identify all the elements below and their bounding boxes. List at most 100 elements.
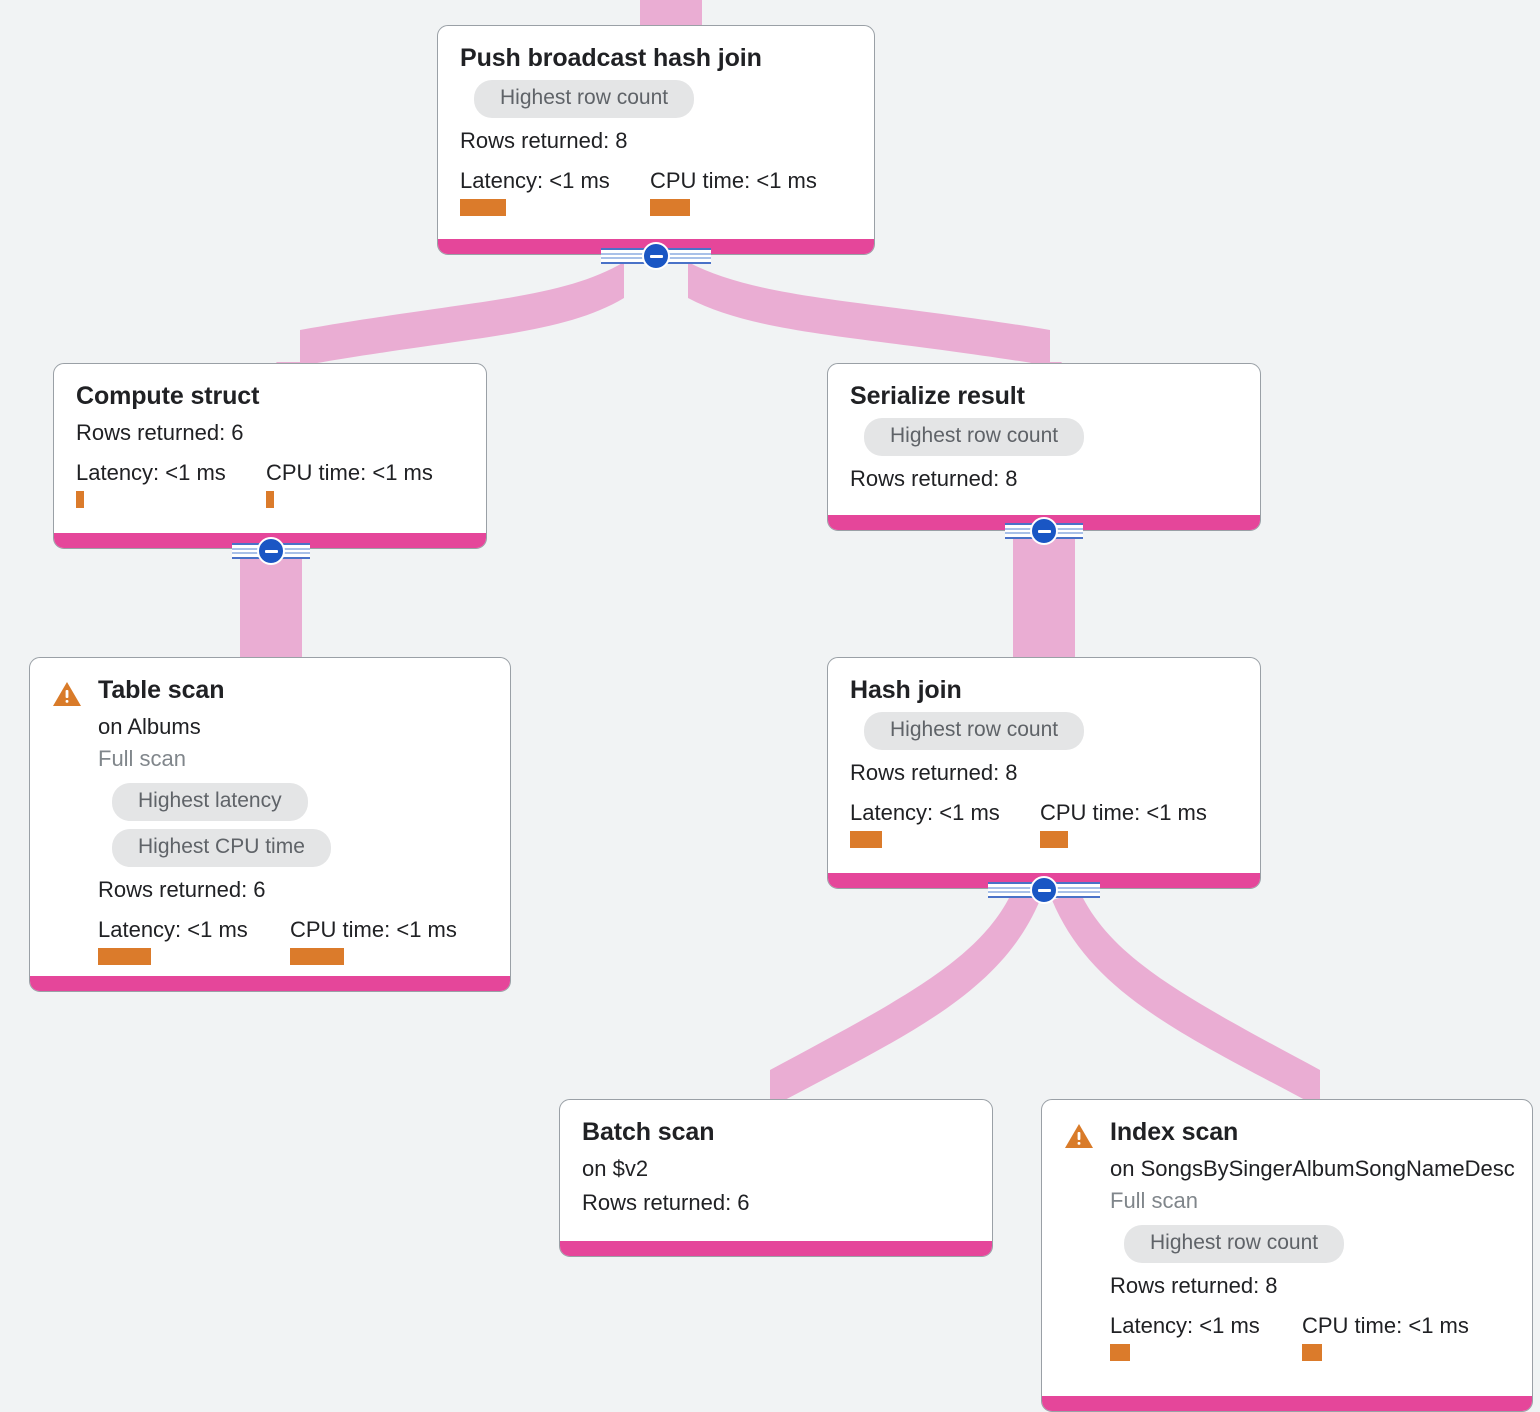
latency-metric: Latency: <1 ms — [76, 460, 266, 508]
node-content: Table scan on Albums Full scan Highest l… — [98, 676, 488, 966]
cpu-label: CPU time: <1 ms — [650, 168, 817, 194]
latency-bar — [850, 831, 882, 849]
node-title: Compute struct — [76, 382, 260, 410]
chip-row: Highest latency — [98, 775, 488, 821]
edge-root-to-compute-struct — [300, 262, 624, 366]
node-push-broadcast-hash-join[interactable]: Push broadcast hash join Highest row cou… — [437, 25, 875, 255]
chip-row: Highest row count — [460, 72, 852, 119]
node-body: Table scan on Albums Full scan Highest l… — [30, 658, 510, 976]
edge-serialize-result-to-hash-join — [1013, 530, 1075, 668]
node-content: Index scan on SongsBySingerAlbumSongName… — [1110, 1118, 1515, 1361]
minus-circle-icon[interactable] — [257, 537, 285, 565]
node-content: Batch scan on $v2 Rows returned: 6 — [582, 1118, 970, 1219]
node-compute-struct[interactable]: Compute struct Rows returned: 6 Latency:… — [53, 363, 487, 549]
chip-row: Highest row count — [850, 704, 1238, 751]
rows-returned: Rows returned: 8 — [850, 466, 1018, 492]
node-title: Batch scan — [582, 1118, 715, 1146]
warning-triangle-icon — [53, 682, 81, 706]
metrics-row: Latency: <1 ms CPU time: <1 ms — [76, 460, 464, 508]
chip-row: Highest row count — [1110, 1217, 1510, 1263]
node-target: on SongsBySingerAlbumSongNameDesc — [1110, 1156, 1515, 1181]
rows-returned: Rows returned: 6 — [76, 420, 244, 445]
node-body: Push broadcast hash join Highest row cou… — [438, 26, 874, 239]
edge-compute-struct-to-table-scan — [240, 550, 302, 668]
node-scan-type: Full scan — [98, 745, 187, 771]
latency-metric: Latency: <1 ms — [850, 800, 1040, 849]
node-footer-bar — [1042, 1396, 1532, 1411]
cpu-metric: CPU time: <1 ms — [650, 168, 817, 217]
cpu-metric: CPU time: <1 ms — [266, 460, 433, 508]
minus-circle-icon[interactable] — [1030, 517, 1058, 545]
cpu-bar — [290, 948, 344, 966]
node-title: Index scan — [1110, 1118, 1239, 1146]
warning-slot — [52, 676, 98, 708]
node-content: Compute struct Rows returned: 6 Latency:… — [76, 382, 464, 508]
minus-circle-icon[interactable] — [1030, 876, 1058, 904]
cpu-metric: CPU time: <1 ms — [1040, 800, 1207, 849]
cpu-label: CPU time: <1 ms — [290, 917, 457, 943]
metrics-row: Latency: <1 ms CPU time: <1 ms — [98, 917, 488, 966]
node-serialize-result[interactable]: Serialize result Highest row count Rows … — [827, 363, 1261, 531]
edge-hash-join-to-batch-scan — [770, 892, 1040, 1108]
warning-slot — [1064, 1118, 1110, 1150]
rows-returned: Rows returned: 6 — [98, 877, 266, 903]
node-table-scan[interactable]: Table scan on Albums Full scan Highest l… — [29, 657, 511, 992]
cpu-metric: CPU time: <1 ms — [1302, 1313, 1469, 1361]
latency-bar — [98, 948, 151, 966]
latency-bar — [1110, 1343, 1130, 1361]
cpu-bar — [1040, 831, 1068, 849]
chip-highest-row-count: Highest row count — [1124, 1224, 1345, 1263]
node-scan-type: Full scan — [1110, 1187, 1199, 1213]
latency-bar — [76, 491, 84, 508]
cpu-metric: CPU time: <1 ms — [290, 917, 457, 966]
node-index-scan[interactable]: Index scan on SongsBySingerAlbumSongName… — [1041, 1099, 1533, 1412]
edge-hash-join-to-index-scan — [1052, 892, 1320, 1108]
collapse-toggle-push-broadcast-hash-join[interactable] — [601, 242, 711, 270]
node-body: Index scan on SongsBySingerAlbumSongName… — [1042, 1100, 1532, 1396]
node-body: Serialize result Highest row count Rows … — [828, 364, 1260, 515]
node-content: Hash join Highest row count Rows returne… — [850, 676, 1238, 849]
metrics-row: Latency: <1 ms CPU time: <1 ms — [1110, 1313, 1510, 1361]
collapse-toggle-compute-struct[interactable] — [232, 537, 310, 565]
chip-row: Highest CPU time — [98, 821, 488, 868]
node-title: Serialize result — [850, 382, 1025, 410]
node-footer-bar — [30, 976, 510, 991]
cpu-bar — [1302, 1343, 1322, 1361]
rows-returned: Rows returned: 8 — [460, 128, 628, 154]
latency-label: Latency: <1 ms — [1110, 1312, 1260, 1338]
cpu-label: CPU time: <1 ms — [1302, 1312, 1469, 1338]
metrics-row: Latency: <1 ms CPU time: <1 ms — [850, 800, 1238, 849]
chip-highest-row-count: Highest row count — [864, 418, 1085, 457]
edge-root-to-serialize-result — [688, 262, 1050, 366]
latency-bar — [460, 199, 506, 217]
latency-metric: Latency: <1 ms — [98, 917, 290, 966]
latency-metric: Latency: <1 ms — [1110, 1313, 1302, 1361]
node-title: Table scan — [98, 676, 225, 704]
chip-row: Highest row count — [850, 410, 1238, 457]
minus-glyph — [1037, 888, 1051, 892]
node-hash-join[interactable]: Hash join Highest row count Rows returne… — [827, 657, 1261, 889]
rows-returned: Rows returned: 8 — [1110, 1272, 1278, 1298]
node-target: on $v2 — [582, 1156, 649, 1181]
collapse-toggle-serialize-result[interactable] — [1005, 517, 1083, 545]
minus-glyph — [1037, 529, 1051, 533]
warning-triangle-icon — [1065, 1124, 1093, 1148]
node-body: Compute struct Rows returned: 6 Latency:… — [54, 364, 486, 533]
node-content: Serialize result Highest row count Rows … — [850, 382, 1238, 492]
minus-circle-icon[interactable] — [642, 242, 670, 270]
node-batch-scan[interactable]: Batch scan on $v2 Rows returned: 6 — [559, 1099, 993, 1257]
minus-glyph — [264, 549, 278, 553]
latency-label: Latency: <1 ms — [76, 460, 226, 485]
collapse-toggle-hash-join[interactable] — [988, 876, 1100, 904]
node-target: on Albums — [98, 714, 201, 739]
node-title: Hash join — [850, 676, 962, 704]
node-title: Push broadcast hash join — [460, 44, 762, 72]
node-body: Hash join Highest row count Rows returne… — [828, 658, 1260, 873]
latency-label: Latency: <1 ms — [98, 917, 248, 943]
latency-label: Latency: <1 ms — [850, 800, 1000, 826]
minus-glyph — [649, 254, 663, 258]
rows-returned: Rows returned: 6 — [582, 1189, 750, 1215]
node-content: Push broadcast hash join Highest row cou… — [460, 44, 852, 217]
cpu-bar — [650, 199, 690, 217]
chip-highest-row-count: Highest row count — [474, 80, 695, 119]
